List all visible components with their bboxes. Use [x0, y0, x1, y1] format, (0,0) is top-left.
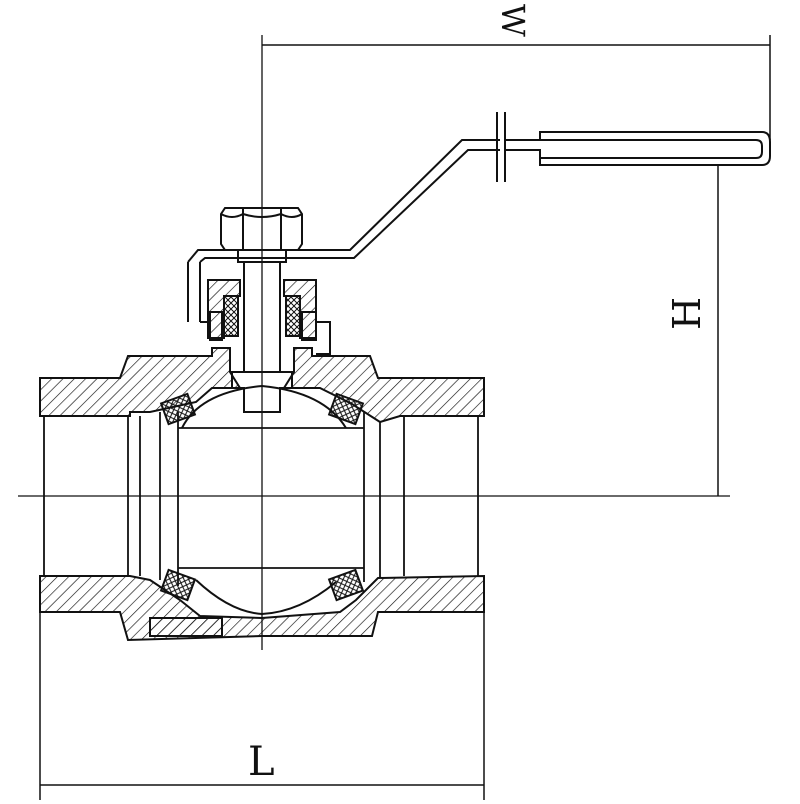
lever-handle [187, 112, 771, 322]
dimension-h [712, 164, 724, 496]
ball-seats [159, 392, 365, 602]
label-length: L [248, 739, 275, 785]
label-width: W [494, 4, 532, 37]
valve-body-bottom [39, 574, 485, 642]
label-height: H [665, 297, 709, 330]
inner-bores [43, 412, 479, 586]
valve-ball [181, 384, 347, 616]
hex-nut [220, 207, 303, 251]
dimension-w [262, 35, 771, 140]
centerlines [18, 35, 730, 650]
dimension-l [39, 605, 485, 800]
stem-packing [200, 279, 331, 355]
